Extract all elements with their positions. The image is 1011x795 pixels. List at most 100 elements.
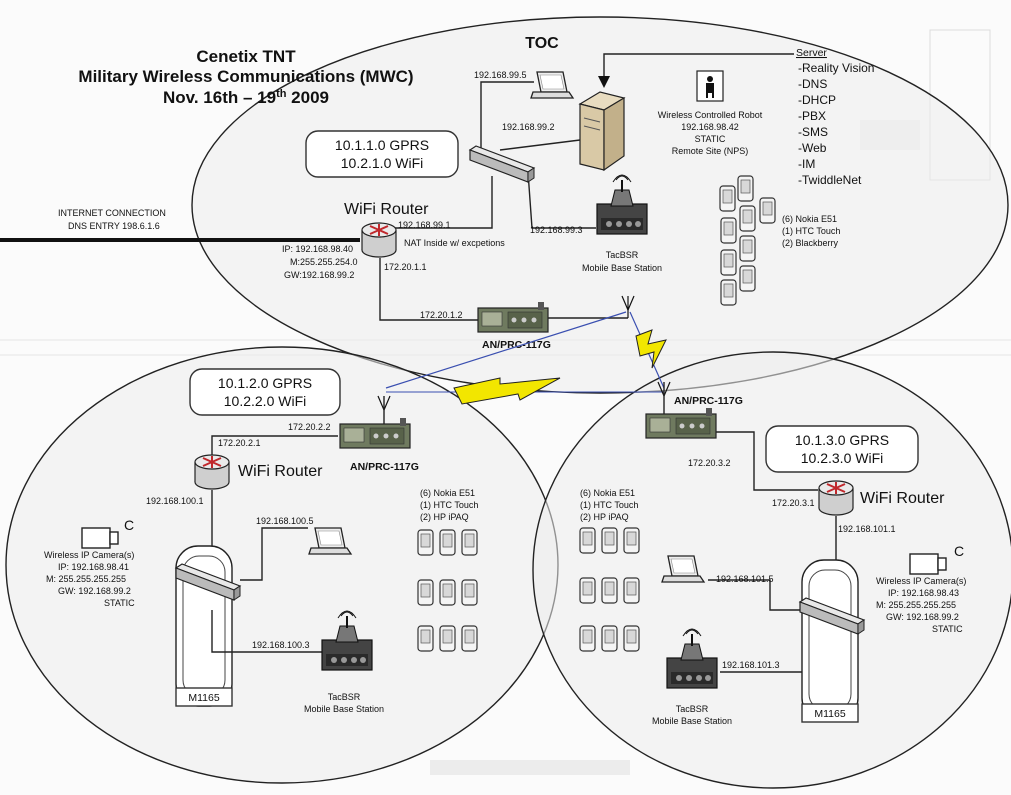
- toc-router-radio-link: [379, 258, 478, 321]
- left-phone-group: [417, 529, 478, 652]
- left-router-lan-ip: 192.168.100.1: [146, 496, 204, 506]
- toc-tacbsr-label: TacBSR: [606, 250, 639, 260]
- right-vehicle-tag: [801, 703, 859, 723]
- left-phones-text: (6) Nokia E51: [420, 488, 475, 498]
- toc-phones-text: (2) Blackberry: [782, 238, 839, 248]
- toc-server-link: [499, 139, 581, 151]
- internet-label: INTERNET CONNECTION: [58, 208, 166, 218]
- toc-radio-ip: 172.20.1.2: [420, 310, 463, 320]
- right-radio-router-link: [716, 431, 818, 491]
- left-phones-text: (2) HP iPAQ: [420, 512, 469, 522]
- radio-link-toc-left: [385, 311, 627, 389]
- right-laptop-ip: 192.168.101.5: [716, 574, 774, 584]
- left-camera-tag: C: [124, 517, 134, 533]
- right-phone-group: [579, 527, 640, 652]
- server-services-list: Server -Reality Vision -DNS -DHCP -PBX -…: [796, 47, 874, 187]
- right-radio-label: AN/PRC-117G: [674, 395, 743, 407]
- left-camera-text: STATIC: [104, 598, 135, 608]
- toc-radio-label: AN/PRC-117G: [482, 339, 551, 351]
- left-tacbsr-ip: 192.168.100.3: [252, 640, 310, 650]
- right-tacbsr-label: TacBSR: [676, 704, 709, 714]
- right-phones-text: (2) HP iPAQ: [580, 512, 629, 522]
- right-laptop-link: [708, 579, 800, 611]
- title-line-3: Nov. 16th – 19th 2009: [163, 88, 329, 107]
- left-tacbsr-link: [211, 610, 322, 653]
- server-item: -Reality Vision: [798, 61, 874, 75]
- left-radio-ip-b: 172.20.2.1: [218, 438, 261, 448]
- right-camera-text: IP: 192.168.98.43: [888, 588, 959, 598]
- toc-laptop-ip: 192.168.99.5: [474, 70, 527, 80]
- right-router-wan-ip: 172.20.3.1: [772, 498, 815, 508]
- right-phones-text: (6) Nokia E51: [580, 488, 635, 498]
- toc-router-detail: GW:192.168.99.2: [284, 270, 354, 280]
- server-item: -IM: [798, 157, 815, 171]
- toc-router-label: WiFi Router: [344, 201, 429, 218]
- toc-router-icon: [361, 222, 397, 258]
- right-camera-text: GW: 192.168.99.2: [886, 612, 959, 622]
- lightning-icon: [635, 329, 667, 369]
- server-item: -SMS: [798, 125, 828, 139]
- left-subnet-box: [189, 368, 341, 416]
- toc-router-ip: 192.168.99.1: [398, 220, 451, 230]
- left-camera-text: Wireless IP Camera(s): [44, 550, 134, 560]
- lightning-icon: [453, 377, 561, 405]
- left-laptop-ip: 192.168.100.5: [256, 516, 314, 526]
- toc-router-switch-link: [395, 176, 493, 229]
- robot-icon: [696, 70, 724, 102]
- right-subnet-gprs: 10.1.3.0 GPRS: [795, 432, 889, 448]
- left-router-icon: [194, 454, 230, 490]
- left-router-label: WiFi Router: [238, 463, 323, 480]
- toc-tacbsr-label: Mobile Base Station: [582, 263, 662, 273]
- left-vehicle-label: M1165: [188, 692, 219, 704]
- right-subnet-wifi: 10.2.3.0 WiFi: [801, 450, 883, 466]
- right-radio-ip: 172.20.3.2: [688, 458, 731, 468]
- server-item: -TwiddleNet: [798, 173, 862, 187]
- server-pointer-line: [603, 53, 794, 78]
- left-vehicle-tag: [175, 687, 233, 707]
- toc-router-radio-ip: 172.20.1.1: [384, 262, 427, 272]
- right-router-icon: [818, 480, 854, 516]
- toc-tacbsr-ip: 192.168.99.3: [530, 225, 583, 235]
- toc-router-detail: IP: 192.168.98.40: [282, 244, 353, 254]
- right-camera-text: Wireless IP Camera(s): [876, 576, 966, 586]
- toc-router-detail: M:255.255.254.0: [290, 257, 358, 267]
- server-item: -DNS: [798, 77, 827, 91]
- toc-nat-note: NAT Inside w/ excpetions: [404, 238, 505, 248]
- toc-subnet-gprs: 10.1.1.0 GPRS: [335, 137, 429, 153]
- left-radio-ip-a: 172.20.2.2: [288, 422, 331, 432]
- server-arrow-icon: [598, 76, 610, 88]
- left-camera-text: GW: 192.168.99.2: [58, 586, 131, 596]
- server-heading: Server: [796, 47, 827, 59]
- server-item: -PBX: [798, 109, 826, 123]
- left-camera-text: M: 255.255.255.255: [46, 574, 126, 584]
- server-item: -Web: [798, 141, 827, 155]
- robot-text: Wireless Controlled Robot: [658, 110, 763, 120]
- title-line-1: Cenetix TNT: [196, 47, 296, 66]
- robot-text: Remote Site (NPS): [672, 146, 749, 156]
- left-radio-label: AN/PRC-117G: [350, 461, 419, 473]
- right-camera-tag: C: [954, 543, 964, 559]
- right-router-lan-ip: 192.168.101.1: [838, 524, 896, 534]
- robot-text: STATIC: [695, 134, 726, 144]
- left-subnet-wifi: 10.2.2.0 WiFi: [224, 393, 306, 409]
- right-tacbsr-ip: 192.168.101.3: [722, 660, 780, 670]
- right-camera-text: STATIC: [932, 624, 963, 634]
- right-vehicle-label: M1165: [814, 708, 845, 720]
- toc-subnet-wifi: 10.2.1.0 WiFi: [341, 155, 423, 171]
- toc-phones-text: (6) Nokia E51: [782, 214, 837, 224]
- diagram-title: Cenetix TNT Military Wireless Communicat…: [78, 47, 413, 107]
- left-laptop-link: [240, 527, 308, 581]
- server-icon: [578, 91, 626, 172]
- server-item: -DHCP: [798, 93, 836, 107]
- right-vehicle-icon: [801, 559, 859, 721]
- toc-laptop-link: [480, 81, 534, 148]
- right-camera-text: M: 255.255.255.255: [876, 600, 956, 610]
- left-tacbsr-label: Mobile Base Station: [304, 704, 384, 714]
- toc-tacbsr-link: [527, 171, 596, 229]
- robot-text: 192.168.98.42: [681, 122, 739, 132]
- toc-label: TOC: [525, 35, 559, 52]
- right-router-label: WiFi Router: [860, 490, 945, 507]
- left-camera-text: IP: 192.168.98.41: [58, 562, 129, 572]
